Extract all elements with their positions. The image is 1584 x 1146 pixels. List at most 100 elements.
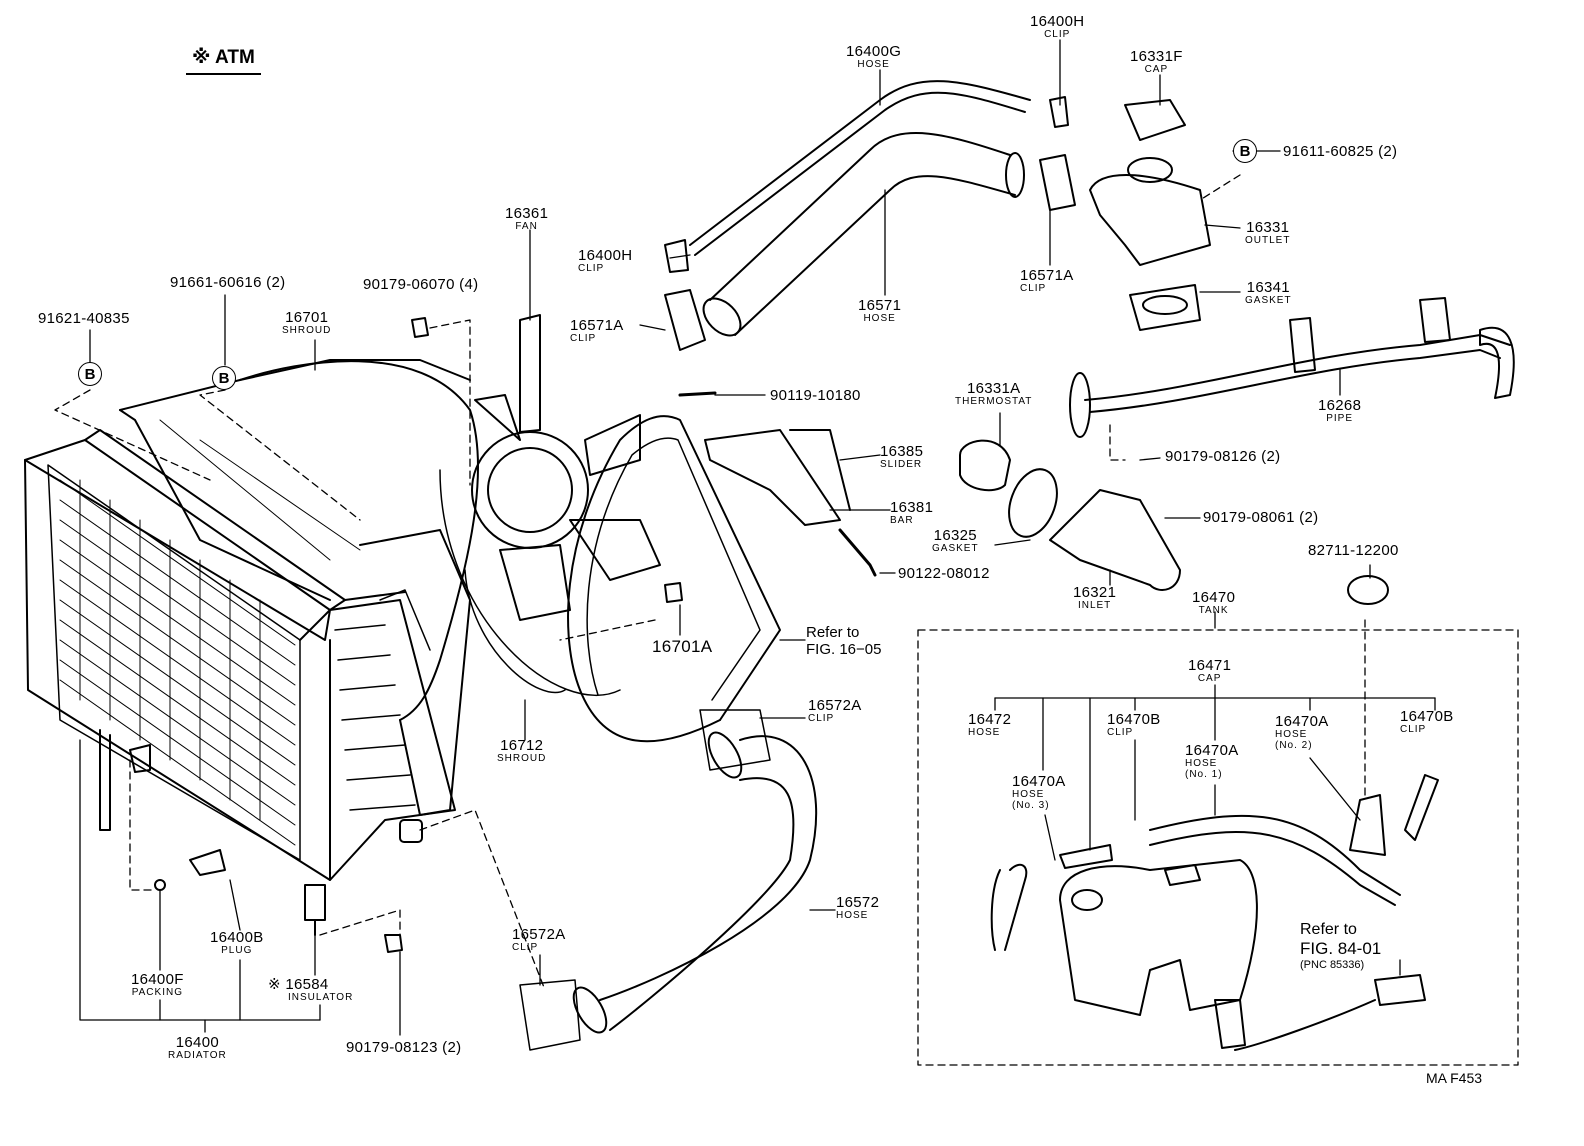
label-90179-08123: 90179-08123 (2): [346, 1039, 462, 1056]
label-16321: 16321 INLET: [1073, 585, 1116, 611]
label-16400h-left: 16400H CLIP: [578, 248, 632, 274]
part-number: 16470B: [1400, 708, 1454, 725]
part-number: 16331: [1246, 219, 1290, 236]
part-name: CLIP: [1044, 29, 1071, 40]
part-number: 16385: [880, 443, 924, 460]
part-number: ※ 16584: [268, 976, 329, 993]
part-name: CLIP: [578, 263, 605, 274]
atm-label: ※ ATM: [186, 46, 261, 75]
label-16701a: 16701A: [652, 637, 713, 656]
part-name: HOSE: [968, 727, 1001, 738]
part-name: CAP: [1197, 673, 1222, 684]
part-name: CLIP: [808, 713, 835, 724]
part-name: HOSE: [1012, 789, 1045, 800]
reference-line: Refer to: [806, 624, 860, 641]
label-16331: 16331 OUTLET: [1245, 220, 1290, 246]
part-number: 16712: [500, 737, 544, 754]
label-16470b-mid: 16470B CLIP: [1107, 712, 1161, 738]
part-number: 16400H: [1030, 13, 1085, 30]
part-name: GASKET: [932, 543, 979, 554]
part-name: INSULATOR: [288, 992, 354, 1003]
part-name: CLIP: [1400, 724, 1427, 735]
reference-line: Refer to: [1300, 921, 1357, 938]
label-16470a-no1: 16470A HOSE (No. 1): [1185, 743, 1239, 780]
label-16341: 16341 GASKET: [1245, 280, 1292, 306]
fan-drawing: [439, 314, 661, 696]
upper-hoses-drawing: [664, 80, 1076, 351]
label-82711: 82711-12200: [1308, 542, 1399, 559]
part-number: 16701: [285, 309, 329, 326]
label-16571a-left: 16571A CLIP: [570, 318, 624, 344]
part-name: CLIP: [512, 942, 539, 953]
label-16385: 16385 SLIDER: [880, 444, 923, 470]
label-16400b: 16400B PLUG: [210, 930, 264, 956]
part-number: 16470A: [1185, 742, 1239, 759]
part-number: 16400H: [578, 247, 633, 264]
dashed-lines: [54, 174, 1519, 1066]
part-name: RADIATOR: [168, 1050, 227, 1061]
part-name: SHROUD: [282, 325, 332, 336]
label-90179-08126: 90179-08126 (2): [1165, 448, 1281, 465]
part-number: 16470A: [1275, 713, 1329, 730]
reference-line: (PNC 85336): [1300, 958, 1365, 971]
reference-line: FIG. 16−05: [806, 641, 882, 659]
part-number: 16331A: [966, 380, 1021, 397]
label-16472: 16472 HOSE: [968, 712, 1011, 738]
label-16572: 16572 HOSE: [836, 895, 879, 921]
part-name: SHROUD: [497, 753, 547, 764]
part-number: 16572A: [808, 697, 862, 714]
label-90179-06070: 90179-06070 (4): [363, 276, 479, 293]
label-16331f: 16331F CAP: [1130, 49, 1183, 75]
leader-lines: [79, 39, 1436, 1036]
part-name: CLIP: [570, 333, 597, 344]
part-number: 16571A: [570, 317, 624, 334]
reference-fig-84-01: Refer to FIG. 84-01 (PNC 85336): [1300, 921, 1381, 972]
part-number: 16331F: [1130, 48, 1183, 65]
lower-shroud-drawing: [567, 415, 781, 743]
part-name: FAN: [515, 221, 538, 232]
slider-bar-drawing: [678, 391, 877, 577]
label-16701: 16701 SHROUD: [282, 310, 331, 336]
radiator-drawing: [24, 429, 456, 881]
callout-b: B: [212, 366, 236, 390]
part-number: 16470A: [1012, 773, 1066, 790]
part-name: BAR: [890, 515, 914, 526]
label-91611: 91611-60825 (2): [1283, 143, 1398, 160]
part-sub: (No. 2): [1275, 740, 1313, 751]
part-number: 16341: [1246, 279, 1290, 296]
part-name: PACKING: [131, 987, 183, 998]
label-16572a-bottom: 16572A CLIP: [512, 927, 566, 953]
label-16572a-top: 16572A CLIP: [808, 698, 862, 724]
part-name: THERMOSTAT: [955, 396, 1033, 407]
small-parts-drawing: [154, 317, 683, 953]
label-16470: 16470 TANK: [1192, 590, 1235, 616]
pipe-drawing: [1069, 297, 1515, 438]
part-number: 16361: [505, 205, 549, 222]
part-name: HOSE: [863, 313, 896, 324]
part-number: 16400F: [131, 971, 184, 988]
part-name: INLET: [1077, 600, 1112, 611]
part-number: 16400B: [210, 929, 264, 946]
part-name: SLIDER: [880, 459, 923, 470]
label-91661: 91661-60616 (2): [170, 274, 286, 291]
label-16470b-right: 16470B CLIP: [1400, 709, 1454, 735]
reference-line: FIG. 84-01: [1300, 939, 1382, 959]
label-16712: 16712 SHROUD: [497, 738, 546, 764]
label-16361: 16361 FAN: [505, 206, 548, 232]
label-16400f: 16400F PACKING: [131, 972, 184, 998]
label-16571a-right: 16571A CLIP: [1020, 268, 1074, 294]
part-name: CAP: [1144, 64, 1169, 75]
part-number: 16321: [1073, 584, 1117, 601]
lower-hose-drawing: [519, 709, 818, 1051]
label-16571: 16571 HOSE: [858, 298, 901, 324]
part-name: CLIP: [1020, 283, 1047, 294]
label-16470a-no2: 16470A HOSE (No. 2): [1275, 714, 1329, 751]
figure-code: MA F453: [1426, 1070, 1483, 1086]
part-number: 16571A: [1020, 267, 1074, 284]
part-sub: (No. 1): [1185, 769, 1223, 780]
part-name: GASKET: [1245, 295, 1292, 306]
part-name: PLUG: [221, 945, 253, 956]
part-name: HOSE: [1275, 729, 1308, 740]
callout-b: B: [1233, 139, 1257, 163]
